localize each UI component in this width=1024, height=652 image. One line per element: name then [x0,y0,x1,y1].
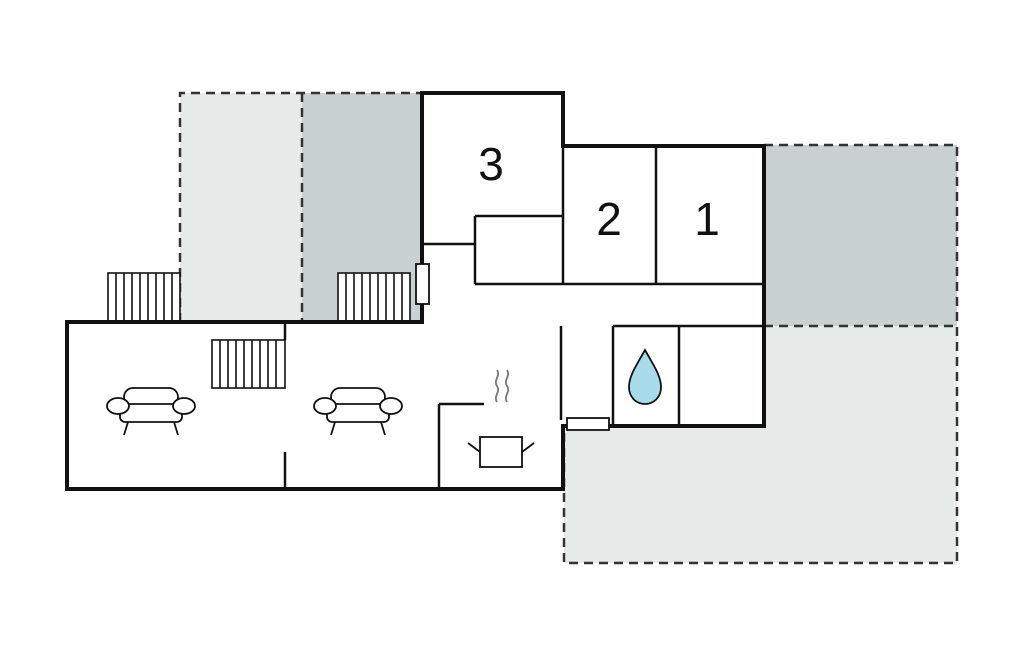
stairs-icon [107,272,181,323]
terrace-right-outline [562,143,959,565]
room-label-2: 2 [596,193,622,245]
sofa-icon [106,387,196,436]
stairs-icon [337,272,411,323]
outdoor-areas [178,91,959,565]
window-icon [566,417,610,431]
room-label-1: 1 [694,193,720,245]
terrace-left-light [180,93,302,322]
outer-walls [65,91,766,491]
interior-walls [283,146,764,489]
water-drop-icon [628,348,662,405]
sofa-icon [313,387,403,436]
cooking-pot-icon [467,369,535,468]
interior-floor [67,93,764,489]
terrace-bottom-right-light [564,326,957,563]
window-icon [415,263,430,305]
terrace-right-dark [764,145,957,326]
stairs-icon [211,339,286,389]
room-label-3: 3 [478,138,504,190]
terrace-left-outline [178,91,422,322]
